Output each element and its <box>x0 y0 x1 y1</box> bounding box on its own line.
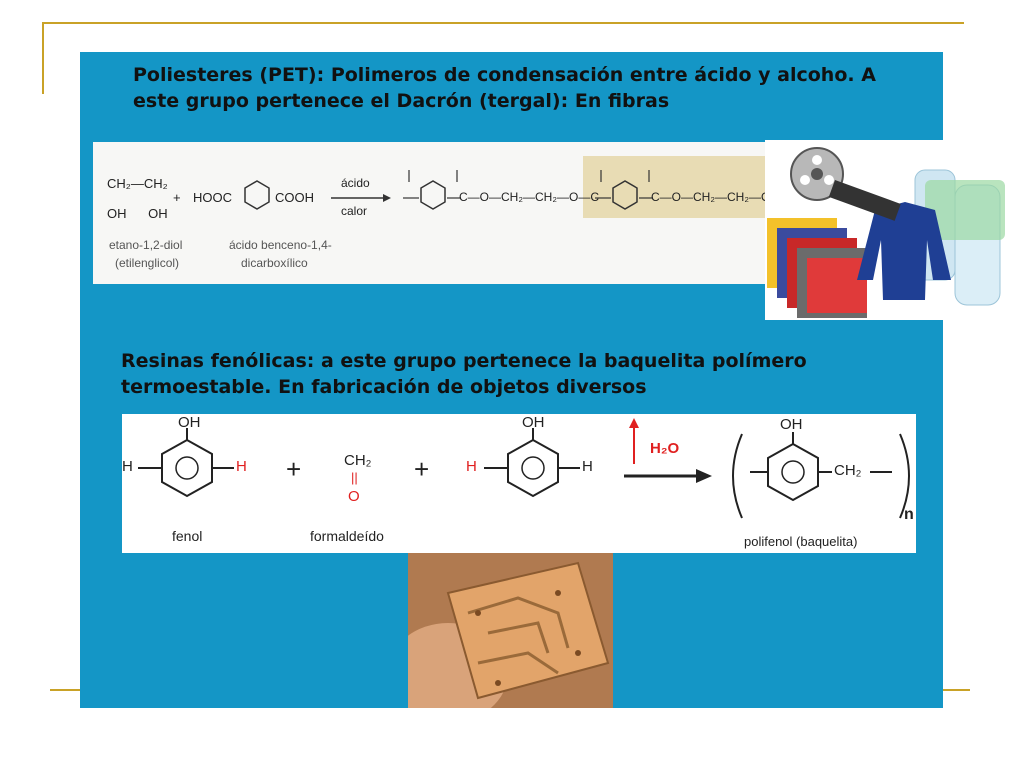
formaldehyde-ch2: CH₂ <box>344 452 372 469</box>
plus-sign: + <box>173 190 181 205</box>
product-chain-2: C—O—CH₂—CH₂—O <box>651 190 771 204</box>
diol-bottom: OH OH <box>107 206 168 221</box>
film-reel-icon <box>790 147 901 221</box>
arrow-label-bottom: calor <box>341 204 368 218</box>
pet-description: Poliesteres (PET): Polimeros de condensa… <box>133 62 923 114</box>
resin-structure-drawing <box>138 418 910 519</box>
diol-top: CH₂—CH₂ <box>107 176 168 191</box>
phenol2-h-right: H <box>582 458 593 475</box>
polymer-oh: OH <box>780 416 803 433</box>
water-label: H₂O <box>650 440 680 457</box>
formaldehyde-o: O <box>348 488 360 505</box>
plus-1: + <box>286 454 302 484</box>
frame-line-top <box>44 22 964 24</box>
jacket-icon <box>857 202 951 300</box>
phenol2-h-left: H <box>466 458 477 475</box>
resin-description: Resinas fenólicas: a este grupo pertenec… <box>121 350 807 398</box>
phenol1-oh: OH <box>178 414 201 431</box>
pet-heading: Poliesteres (PET): <box>133 64 325 86</box>
phenol2-oh: OH <box>522 414 545 431</box>
diol-label-1: etano-1,2-diol <box>109 238 183 252</box>
pet-products-collage <box>765 140 1024 320</box>
circuit-board-photo <box>408 553 613 708</box>
acid-right-group: COOH <box>275 190 314 205</box>
fabric-swatches-icon <box>767 218 867 318</box>
label-fenol: fenol <box>172 528 203 544</box>
pet-text: Polimeros de condensación entre ácido y … <box>133 64 876 112</box>
plus-2: + <box>414 454 430 484</box>
phenol1-h-right: H <box>236 458 247 475</box>
pet-structure-drawing <box>244 170 653 210</box>
formaldehyde-double-bond: || <box>351 470 358 485</box>
pet-reaction-scheme: CH₂—CH₂ OH OH + HOOC COOH ácido calor C—… <box>93 142 783 284</box>
arrow-label-top: ácido <box>341 176 370 190</box>
circuit-board-icon <box>408 553 613 708</box>
product-chain-1: C—O—CH₂—CH₂—O—C <box>459 190 599 204</box>
label-formaldehido: formaldeído <box>310 528 384 544</box>
phenol1-h-left: H <box>122 458 133 475</box>
label-polifenol: polifenol (baquelita) <box>744 534 858 549</box>
resin-reaction-scheme: OH H H + CH₂ || O + OH H H H₂O OH CH₂ n … <box>122 414 916 553</box>
polymer-ch2: CH₂ <box>834 462 862 479</box>
diol-label-2: (etilenglicol) <box>115 256 180 270</box>
acid-label-2: dicarboxílico <box>241 256 308 270</box>
plastic-bottles-icon <box>914 169 1005 306</box>
collage-drawing <box>767 147 1005 318</box>
polymer-n: n <box>904 506 914 523</box>
acid-label-1: ácido benceno-1,4- <box>229 238 332 252</box>
acid-left-group: HOOC <box>193 190 232 205</box>
frame-line-left <box>42 22 44 94</box>
